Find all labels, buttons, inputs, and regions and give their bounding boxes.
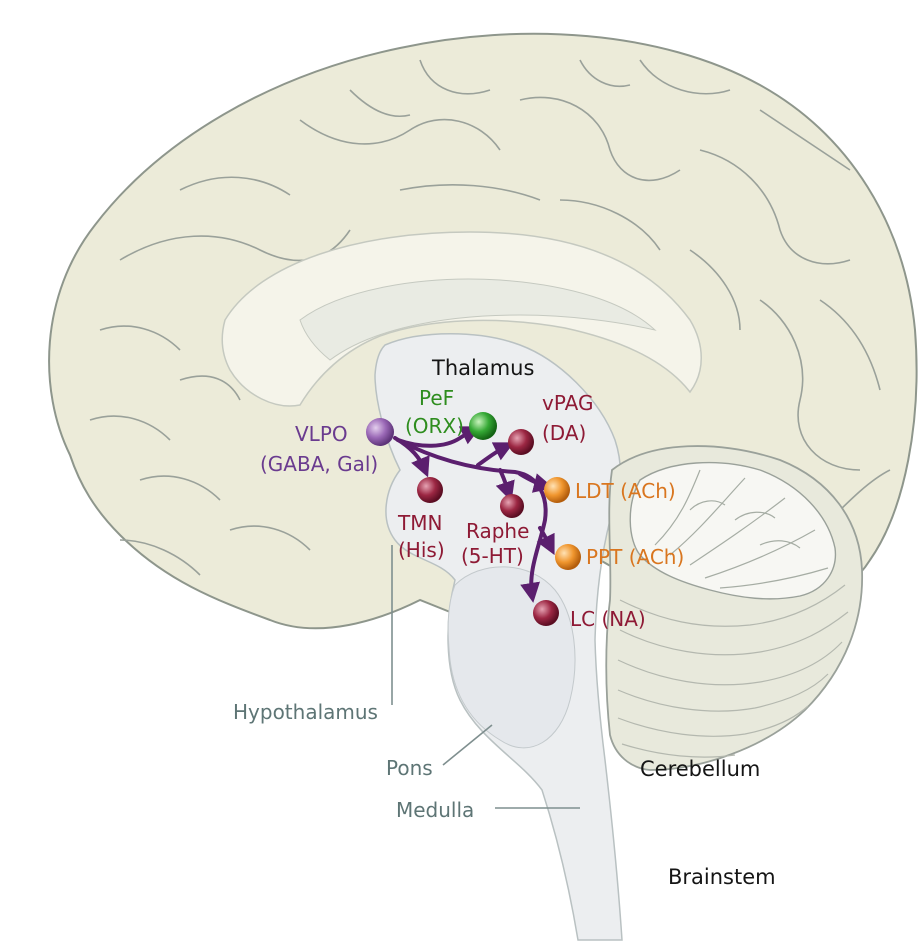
tmn-label: TMN [397,511,442,535]
tmn-nucleus [417,477,443,503]
pons-label: Pons [386,756,433,780]
lc-nucleus [533,600,559,626]
tmn-transmitter-label: (His) [398,538,445,562]
vlpo-nucleus [366,418,394,446]
pef-label: PeF [419,386,454,410]
vlpo-transmitter-label: (GABA, Gal) [260,452,378,476]
medulla-label: Medulla [396,798,474,822]
ldt-nucleus [544,477,570,503]
pef-transmitter-label: (ORX) [405,414,464,438]
lc-label: LC (NA) [570,607,646,631]
pons-bulge [448,567,575,748]
pef-nucleus [469,412,497,440]
ppt-label: PPT (ACh) [586,545,684,569]
hypothalamus-label: Hypothalamus [233,700,378,724]
raphe-transmitter-label: (5-HT) [461,544,524,568]
raphe-label: Raphe [466,519,529,543]
thalamus-label: Thalamus [431,356,534,380]
cerebellum-label: Cerebellum [640,757,760,781]
vpag-label: vPAG [542,391,593,415]
vpag-transmitter-label: (DA) [542,421,586,445]
vlpo-label: VLPO [295,422,348,446]
vpag-nucleus [508,429,534,455]
raphe-nucleus [500,494,524,518]
brainstem-label: Brainstem [668,865,776,889]
ldt-label: LDT (ACh) [575,479,676,503]
ppt-nucleus [555,544,581,570]
